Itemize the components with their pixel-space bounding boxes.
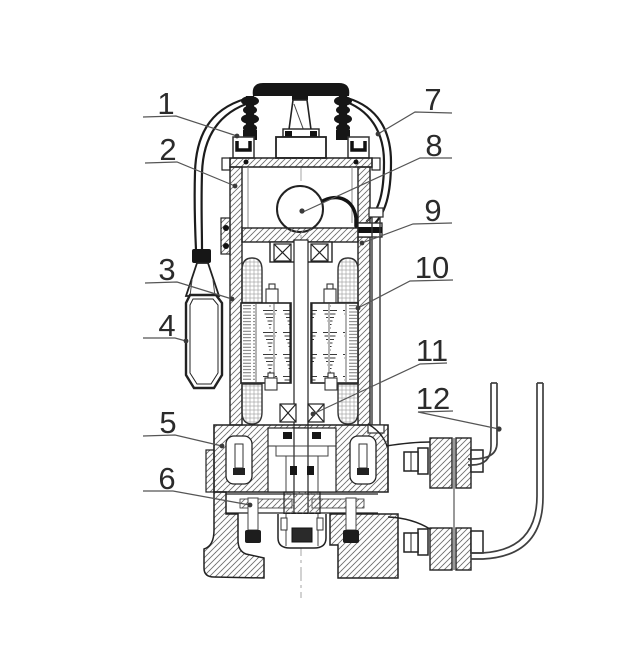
discharge-elbow xyxy=(468,382,544,560)
upper-bearing xyxy=(273,243,329,262)
callout-2: 2 xyxy=(144,132,238,189)
callout-label-6: 6 xyxy=(158,461,175,496)
housing-wall-right-upper xyxy=(357,166,371,224)
cable-gland-right xyxy=(334,96,352,140)
callout-label-12: 12 xyxy=(416,381,450,416)
casing-bolt-left xyxy=(245,497,261,543)
callout-label-10: 10 xyxy=(415,250,449,285)
oil-chamber-pocket-right xyxy=(349,435,377,485)
callout-label-8: 8 xyxy=(425,128,442,163)
winding-end-turn-lower-right xyxy=(337,383,359,425)
callout-9: 9 xyxy=(359,193,453,246)
lifting-handle-assembly xyxy=(232,83,370,159)
winding-end-turn-upper-right xyxy=(337,257,359,304)
slot-wedge-lower xyxy=(264,372,338,391)
housing-wall-left xyxy=(229,166,243,426)
callout-label-1: 1 xyxy=(157,86,174,121)
casing-bolt-right xyxy=(343,497,359,543)
callout-label-11: 11 xyxy=(416,333,448,368)
impeller-hub xyxy=(283,491,321,515)
housing-wall-right xyxy=(357,236,371,426)
flange-bolt-lower xyxy=(403,528,484,556)
tie-rod xyxy=(368,207,384,428)
callout-10: 10 xyxy=(355,250,454,311)
callout-label-3: 3 xyxy=(158,252,175,287)
cable-clamp-left xyxy=(232,136,255,159)
motor-stator xyxy=(240,257,359,425)
callout-label-4: 4 xyxy=(158,308,175,343)
callout-4: 4 xyxy=(143,308,189,344)
callout-5: 5 xyxy=(142,405,225,449)
winding-end-turn-upper-left xyxy=(241,257,263,304)
cable-gland-left xyxy=(241,96,259,140)
capacitor xyxy=(276,185,358,233)
callout-8: 8 xyxy=(299,128,452,214)
cable-clamp-right xyxy=(347,136,370,159)
volute-casing-right xyxy=(329,513,399,579)
elbow-flange-upper xyxy=(455,437,472,489)
slot-wedge-upper xyxy=(265,283,337,304)
float-cable-grip xyxy=(192,249,211,263)
callout-3: 3 xyxy=(144,252,235,302)
callout-6: 6 xyxy=(143,461,253,508)
mechanical-seal xyxy=(268,432,336,492)
oil-chamber-pocket-left xyxy=(225,435,253,485)
callout-label-5: 5 xyxy=(159,405,176,440)
callout-11: 11 xyxy=(310,333,448,417)
float-switch xyxy=(184,249,224,390)
discharge-passage-lower-wall xyxy=(387,516,431,530)
callouts: 1 2 3 4 5 6 7 8 xyxy=(142,82,502,508)
winding-end-turn-lower-left xyxy=(241,383,263,425)
flange-bolt-upper xyxy=(403,447,484,475)
callout-12: 12 xyxy=(416,381,502,432)
elbow-flange-lower xyxy=(455,527,472,571)
side-ear-left xyxy=(220,217,231,255)
pump-flange-lower xyxy=(429,527,453,571)
callout-label-7: 7 xyxy=(424,82,441,117)
top-flange xyxy=(229,157,373,168)
callout-label-2: 2 xyxy=(159,132,176,167)
float-body xyxy=(184,293,224,390)
float-body-inner xyxy=(189,298,219,385)
callout-7: 7 xyxy=(375,82,453,137)
volute-casing-left xyxy=(203,491,265,579)
handle-hub xyxy=(292,94,308,100)
discharge-passage-upper-wall xyxy=(385,441,431,447)
pump-flange-upper xyxy=(429,437,453,489)
suction-inlet xyxy=(277,514,327,549)
terminal-box xyxy=(275,136,327,159)
lifting-handle xyxy=(252,83,350,96)
callout-1: 1 xyxy=(142,86,240,139)
discharge-flange-assembly xyxy=(367,423,484,571)
callout-label-9: 9 xyxy=(424,193,441,228)
capacitor-lead-wire xyxy=(319,196,358,228)
